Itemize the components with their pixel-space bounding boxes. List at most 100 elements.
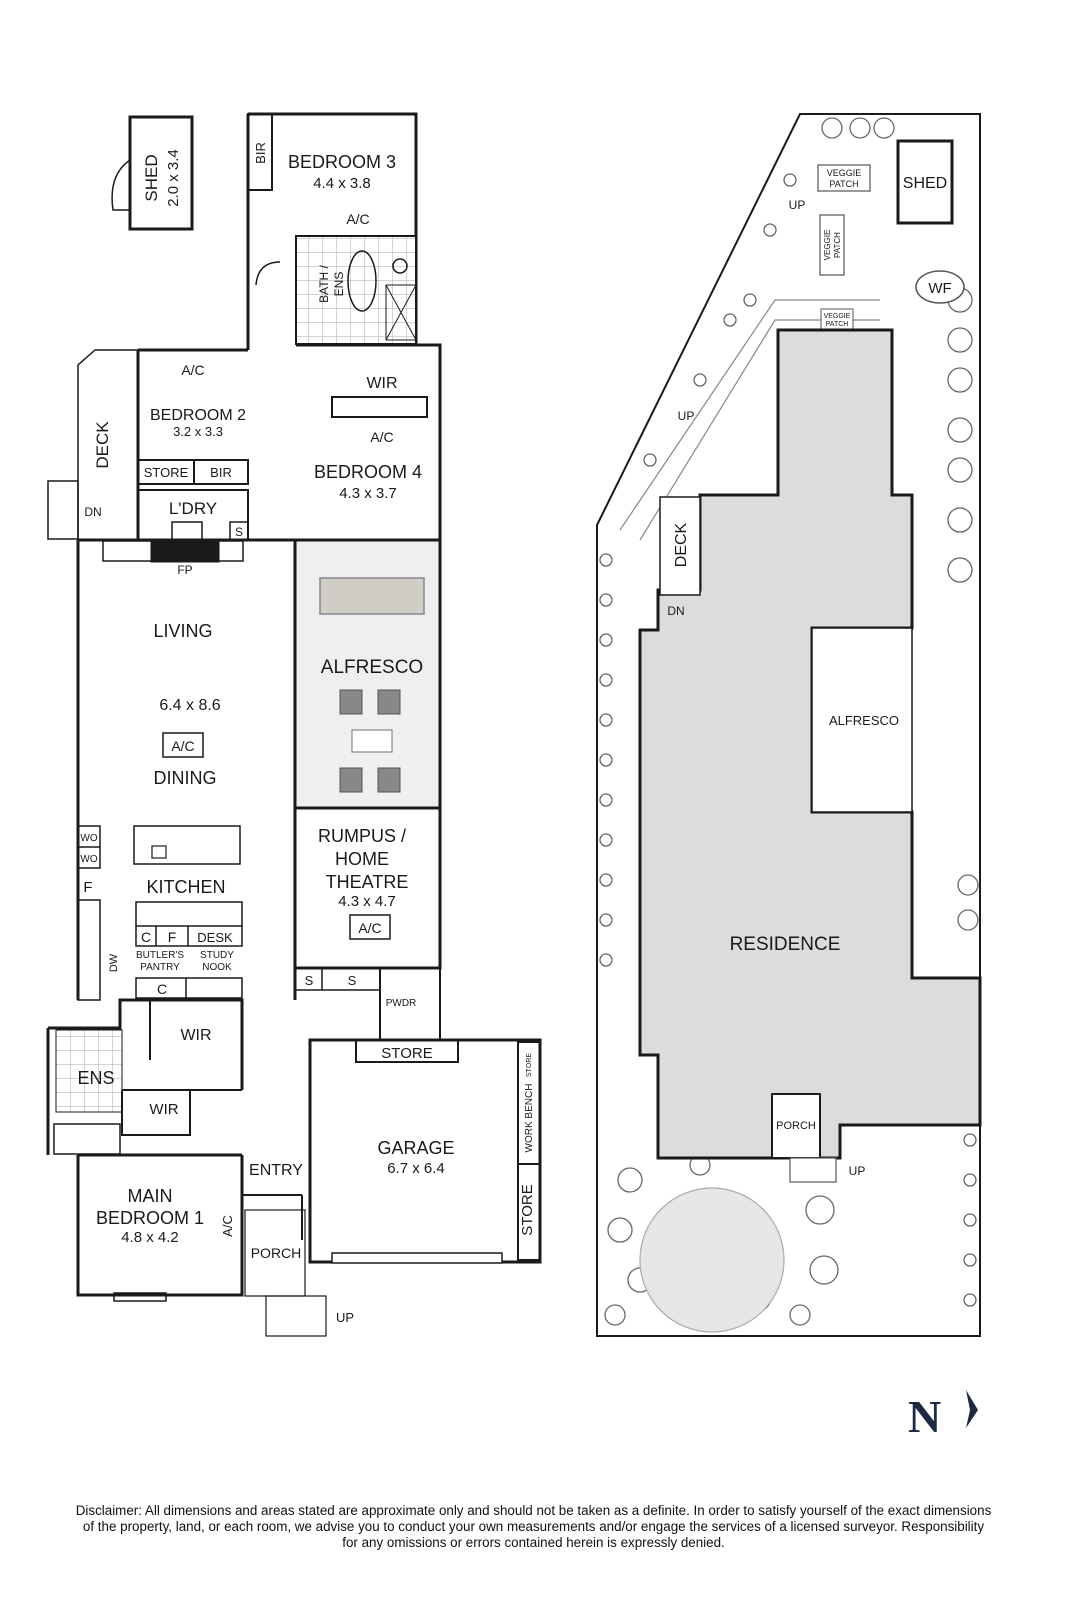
- bir-bed3: [247, 113, 273, 191]
- ac-living-box: [162, 732, 204, 758]
- bath-ens-line2: ENS: [332, 272, 346, 297]
- garage-walls: [308, 1038, 542, 1264]
- site-alfresco-label: ALFRESCO: [829, 713, 899, 728]
- bed3-door: [255, 261, 281, 286]
- alfresco-coffee-table: [351, 729, 393, 753]
- garage-size: 6.7 x 6.4: [387, 1160, 445, 1177]
- wir-bed4-shelf: [331, 396, 428, 418]
- fireplace: [150, 539, 220, 563]
- residence-label: RESIDENCE: [730, 934, 841, 955]
- site-deck-label: DECK: [673, 522, 690, 567]
- wf-feature: [915, 270, 965, 304]
- bedroom2-size: 3.2 x 3.3: [173, 424, 223, 439]
- up-label: UP: [336, 1310, 354, 1325]
- kitchen-island: [133, 825, 241, 865]
- rumpus-size: 4.3 x 4.7: [338, 893, 396, 910]
- dn-deck: DN: [84, 505, 101, 519]
- main-bedroom-window: [113, 1292, 167, 1302]
- shed-room: [128, 115, 194, 231]
- main-bedroom-size: 4.8 x 4.2: [121, 1229, 179, 1246]
- store-garage2-label: STORE: [519, 1184, 536, 1235]
- bedroom4-label: BEDROOM 4: [314, 462, 422, 482]
- hedge-right: [604, 117, 979, 1326]
- ensuite-tiles: [55, 1029, 123, 1113]
- floor-plan: [46, 112, 542, 1337]
- bath-shower: [385, 284, 417, 341]
- living-label: LIVING: [153, 621, 212, 641]
- s1-label: S: [305, 973, 314, 988]
- ensuite-bath: [53, 1123, 121, 1155]
- garage-door: [331, 1252, 503, 1264]
- porch-label: PORCH: [251, 1245, 302, 1261]
- alfresco-chairs: [339, 689, 401, 793]
- site-up-front: UP: [849, 1164, 866, 1178]
- ac-rumpus-box: [349, 914, 391, 940]
- shed-size: 2.0 x 3.4: [165, 149, 182, 207]
- living-size: 6.4 x 8.6: [159, 697, 220, 714]
- site-shed-label: SHED: [903, 175, 947, 192]
- disclaimer-line1: Disclaimer: All dimensions and areas sta…: [75, 1503, 992, 1518]
- veggie1-line2: PATCH: [829, 179, 858, 189]
- ac-bed4: A/C: [370, 429, 393, 445]
- bedroom3-size: 4.4 x 3.8: [313, 175, 371, 192]
- front-lawn-circle: [639, 1187, 785, 1333]
- site-porch-label: PORCH: [776, 1120, 816, 1132]
- dw-label: DW: [108, 953, 120, 972]
- s2-label: S: [348, 973, 357, 988]
- c-hall: C: [157, 981, 167, 997]
- bedroom3-label: BEDROOM 3: [288, 152, 396, 172]
- study-line2: NOOK: [202, 962, 232, 973]
- garage-label: GARAGE: [377, 1138, 454, 1158]
- main-bedroom-line1: MAIN: [128, 1186, 173, 1206]
- bedroom2-label: BEDROOM 2: [150, 407, 246, 424]
- alfresco-label: ALFRESCO: [321, 657, 423, 678]
- site-porch-step: [789, 1157, 837, 1183]
- f-fridge: F: [83, 879, 92, 896]
- f-pantry: F: [168, 929, 177, 945]
- ens-label: ENS: [77, 1068, 114, 1088]
- site-deck: [659, 496, 701, 596]
- veggie2-line2: PATCH: [833, 232, 842, 258]
- wir-bed4-walls: [296, 343, 442, 540]
- ensuite-walls: [46, 998, 244, 1155]
- site-shed: [896, 139, 954, 225]
- deck-label: DECK: [93, 421, 112, 469]
- bath-basin: [392, 258, 408, 274]
- floor-plan-labels: SHED 2.0 x 3.4 BIR BEDROOM 3 4.4 x 3.8 A…: [77, 142, 536, 1325]
- rumpus-line3: THEATRE: [326, 872, 409, 892]
- garage-store-top: [355, 1039, 459, 1063]
- site-dn-label: DN: [667, 604, 684, 618]
- ac-bed2: A/C: [181, 362, 204, 378]
- north-pointer-icon: [966, 1390, 978, 1428]
- wo2-label: WO: [80, 854, 97, 865]
- fp-label: FP: [177, 563, 192, 577]
- alfresco-table: [319, 577, 425, 615]
- pwdr-label: PWDR: [386, 998, 417, 1009]
- wir-bed4-label: WIR: [366, 375, 397, 392]
- wir-main2-label: WIR: [149, 1101, 178, 1118]
- veggie-patch-2: [819, 214, 845, 276]
- ac-main: A/C: [220, 1215, 235, 1237]
- store-bed2: STORE: [144, 465, 189, 480]
- bir-label: BIR: [253, 142, 268, 164]
- c-pantry: C: [141, 929, 151, 945]
- site-wf: WF: [928, 280, 951, 297]
- garage-store-side: [517, 1163, 541, 1261]
- site-plan: [596, 113, 982, 1337]
- rumpus-line1: RUMPUS /: [318, 826, 406, 846]
- entry-walls: [241, 1155, 303, 1295]
- butlers-line1: BUTLER'S: [136, 950, 184, 961]
- site-up-side: UP: [678, 409, 695, 423]
- site-up-top: UP: [789, 198, 806, 212]
- pantry-row: [135, 926, 243, 947]
- rumpus-line2: HOME: [335, 849, 389, 869]
- laundry-label: L'DRY: [169, 499, 217, 518]
- veggie3-line1: VEGGIE: [824, 313, 851, 320]
- bedroom4-size: 4.3 x 3.7: [339, 485, 397, 502]
- north-arrow: N: [908, 1390, 978, 1442]
- shed-label: SHED: [142, 154, 161, 201]
- disclaimer: Disclaimer: All dimensions and areas sta…: [10, 1503, 1057, 1551]
- veggie1-line1: VEGGIE: [827, 168, 862, 178]
- dining-label: DINING: [154, 768, 217, 788]
